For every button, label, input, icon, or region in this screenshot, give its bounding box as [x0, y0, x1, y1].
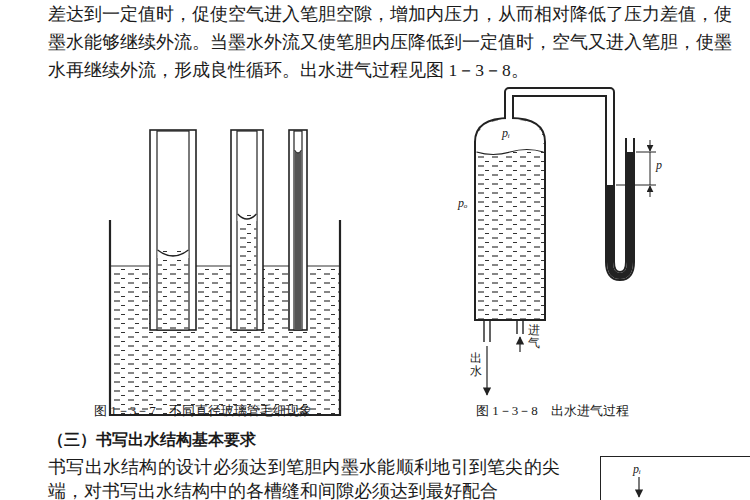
inflow-arrow — [519, 337, 520, 352]
body-paragraph: 差达到一定值时，促使空气进入笔胆空隙，增加内压力，从而相对降低了压力差值，使墨水… — [48, 0, 732, 84]
pressure-arrow — [638, 477, 639, 497]
manometer-liquid — [610, 152, 630, 276]
glass-tube — [150, 130, 196, 330]
ink-reservoir — [475, 118, 545, 320]
figure-box: pᵢ — [600, 456, 750, 500]
body-paragraph: 书写出水结构的设计必须达到笔胆内墨水能顺利地引到笔尖的尖端，对书写出水结构中的各… — [48, 455, 560, 500]
figure-caption: 图 1－3－7 不同直径玻璃管毛细现象 — [94, 403, 312, 419]
flow-label: 出水 — [470, 352, 482, 378]
capillary-figure — [110, 130, 340, 415]
reservoir-figure — [475, 92, 656, 395]
outflow-arrow — [486, 346, 487, 395]
pressure-label: pᵢ — [633, 462, 641, 477]
dimension-label: p — [656, 158, 662, 172]
flow-label: 进气 — [528, 324, 540, 350]
u-tube — [509, 92, 630, 276]
pressure-label: pₒ — [458, 196, 467, 210]
figure-caption: 图 1－3－8 出水进气过程 — [476, 403, 629, 419]
section-heading: （三）书写出水结构基本要求 — [48, 430, 256, 449]
glass-tube — [231, 130, 263, 330]
pressure-label: pᵢ — [502, 126, 510, 140]
glass-tube — [289, 130, 307, 330]
